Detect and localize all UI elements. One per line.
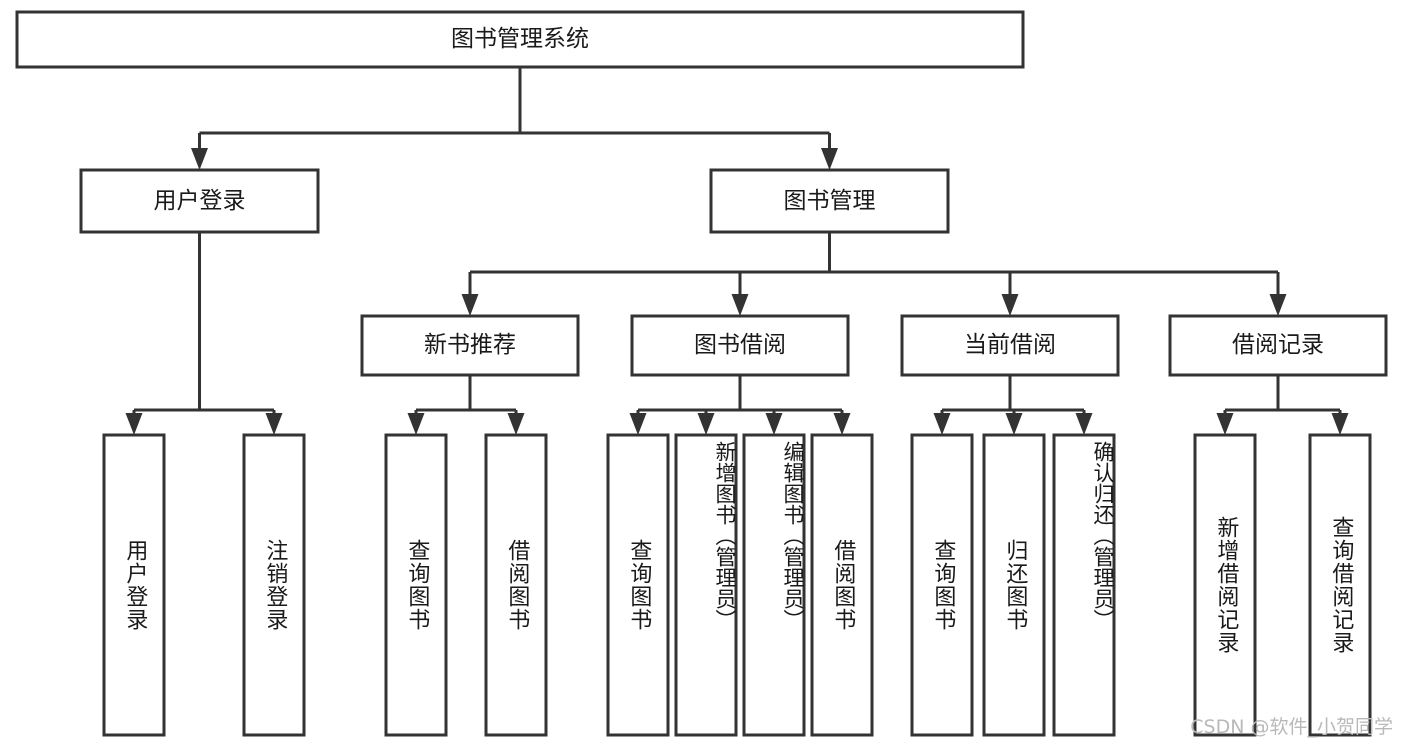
node-box-leaf-edit-book[interactable]	[742, 433, 806, 737]
arrow-head-icon	[765, 413, 783, 435]
arrow-head-icon	[265, 413, 283, 435]
arrow-head-icon	[933, 413, 951, 435]
arrow-head-icon	[629, 413, 647, 435]
arrow-head-icon	[461, 294, 479, 316]
node-box-l2-book-manage[interactable]	[709, 168, 950, 234]
arrow-head-icon	[833, 413, 851, 435]
arrow-head-icon	[407, 413, 425, 435]
node-box-leaf-confirm-return[interactable]	[1052, 433, 1116, 737]
node-box-leaf-query-record[interactable]	[1308, 433, 1372, 737]
node-box-l3-current-borrow[interactable]	[900, 314, 1120, 377]
node-box-root[interactable]	[15, 10, 1025, 69]
node-box-l3-borrow-record[interactable]	[1168, 314, 1388, 377]
arrow-head-icon	[731, 294, 749, 316]
arrow-head-icon	[1269, 294, 1287, 316]
node-box-leaf-user-login[interactable]	[102, 433, 166, 737]
arrow-head-icon	[1216, 413, 1234, 435]
node-box-leaf-add-record[interactable]	[1193, 433, 1257, 737]
node-box-leaf-add-book[interactable]	[674, 433, 738, 737]
node-box-leaf-query-book-2[interactable]	[606, 433, 670, 737]
arrow-head-icon	[507, 413, 525, 435]
arrow-head-icon	[697, 413, 715, 435]
node-box-leaf-borrow-book-1[interactable]	[484, 433, 548, 737]
node-box-leaf-return-book[interactable]	[982, 433, 1046, 737]
arrow-head-icon	[191, 148, 208, 170]
node-box-l3-book-borrow[interactable]	[630, 314, 850, 377]
arrow-head-icon	[1075, 413, 1093, 435]
node-box-leaf-logout[interactable]	[242, 433, 306, 737]
node-box-l3-new-book-rec[interactable]	[360, 314, 580, 377]
node-box-l2-user-login[interactable]	[79, 168, 320, 234]
arrow-head-icon	[821, 148, 838, 170]
arrow-head-icon	[125, 413, 143, 435]
arrow-head-icon	[1005, 413, 1023, 435]
node-box-leaf-query-book-3[interactable]	[910, 433, 974, 737]
node-box-leaf-borrow-book-2[interactable]	[810, 433, 874, 737]
node-box-leaf-query-book-1[interactable]	[384, 433, 448, 737]
arrow-head-icon	[1331, 413, 1349, 435]
arrow-head-icon	[1001, 294, 1019, 316]
